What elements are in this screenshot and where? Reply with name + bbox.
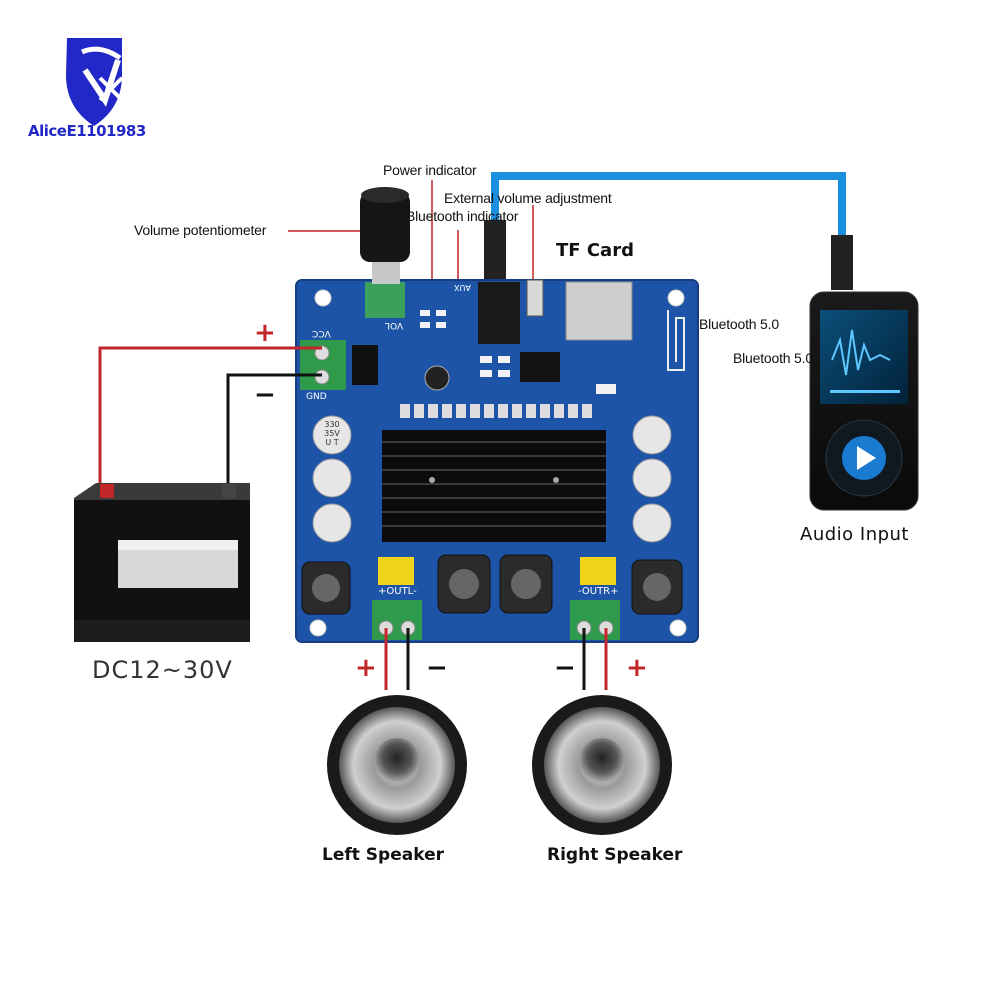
right-speaker-graphic	[532, 695, 672, 835]
power-plus-sign: +	[254, 318, 276, 348]
logo-shield-icon	[66, 38, 124, 126]
audio-jack-plug-left	[484, 220, 506, 280]
power-minus-sign: −	[254, 380, 276, 410]
callout-bluetooth-indicator: Bluetooth indicator	[406, 208, 519, 224]
capacitors-right	[632, 415, 672, 543]
left-speaker-graphic	[327, 695, 467, 835]
battery	[74, 483, 250, 642]
bluetooth-chip	[520, 352, 560, 382]
heatsink	[382, 430, 606, 542]
audio-player	[809, 291, 919, 511]
right-speaker-label: Right Speaker	[547, 845, 683, 865]
callout-bluetooth-5-b: Bluetooth 5.0	[733, 350, 813, 366]
board-gnd-label: GND	[306, 392, 327, 402]
board-vol-label: VOL	[385, 320, 404, 330]
left-speaker-plus: +	[355, 653, 377, 683]
right-speaker-plus: +	[626, 653, 648, 683]
left-speaker-minus: −	[426, 653, 448, 683]
callout-power-indicator: Power indicator	[383, 162, 477, 178]
board-aux-label: AUX	[454, 283, 471, 292]
left-output-terminal	[372, 600, 422, 640]
callout-volume-potentiometer: Volume potentiometer	[134, 222, 267, 238]
volume-knob	[360, 192, 410, 262]
right-output-terminal	[570, 600, 620, 640]
board-outl-label: +OUTL-	[378, 586, 417, 597]
potentiometer-base	[365, 282, 405, 318]
audio-jack-plug-right	[831, 235, 853, 290]
left-speaker-label: Left Speaker	[322, 845, 444, 865]
right-speaker-minus: −	[554, 653, 576, 683]
voltage-label: DC12~30V	[92, 656, 233, 684]
audio-input-label: Audio Input	[800, 524, 909, 545]
callout-external-volume: External volume adjustment	[444, 190, 612, 206]
brand-name: AliceE1101983	[28, 122, 146, 140]
aux-jack	[478, 282, 520, 344]
brand-logo: AliceE1101983	[28, 30, 170, 150]
tf-card-slot	[565, 281, 633, 341]
board-outr-label: -OUTR+	[578, 586, 619, 597]
audio-cable	[491, 172, 846, 240]
callout-tf-card: TF Card	[556, 240, 634, 261]
capacitors-left	[312, 415, 352, 543]
board-vcc-label: VCC	[312, 328, 331, 338]
callout-bluetooth-5-a: Bluetooth 5.0	[699, 316, 779, 332]
